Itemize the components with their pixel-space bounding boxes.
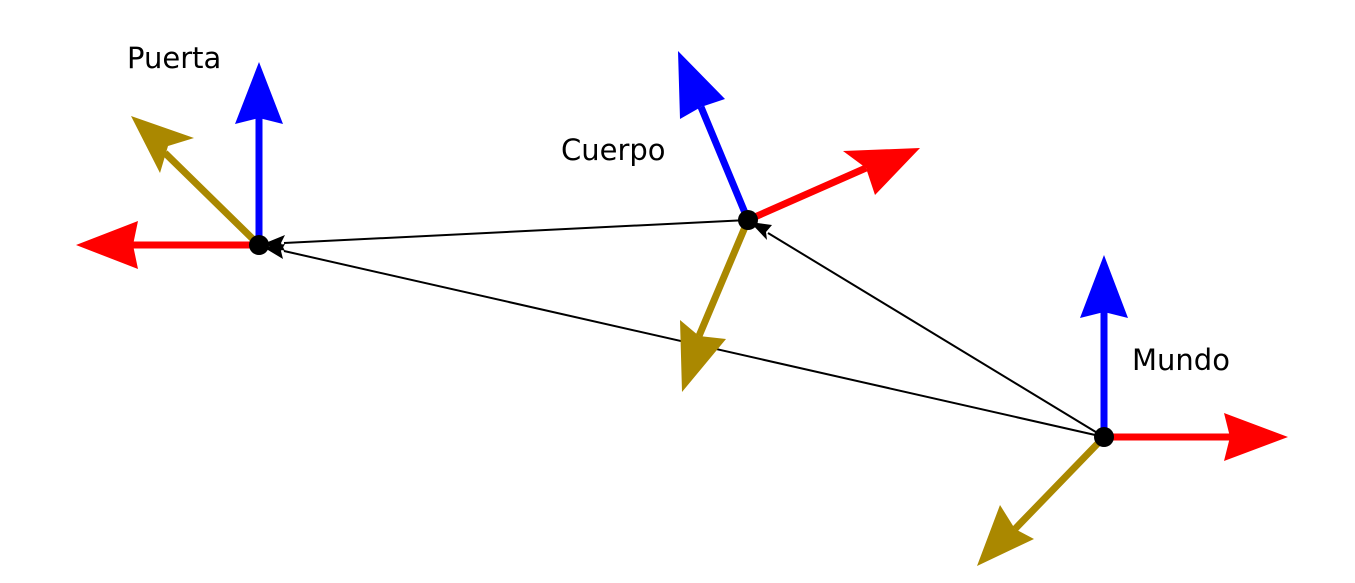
mundo-label: Mundo (1132, 343, 1230, 377)
relation-arrow-mundo-to-cuerpo (750, 222, 1105, 438)
cuerpo-origin-point (738, 210, 758, 230)
puerta-x-axis-arrow (76, 221, 259, 269)
puerta-origin-point (249, 235, 269, 255)
frame-mundo: Mundo (977, 255, 1288, 566)
mundo-z-axis-arrow (1080, 255, 1128, 437)
cuerpo-x-axis-arrow (746, 148, 920, 224)
relation-arrow-cuerpo-to-puerta (263, 219, 749, 251)
frame-cuerpo: Cuerpo (561, 51, 920, 392)
cuerpo-y-axis-arrow (680, 218, 752, 392)
frame-puerta: Puerta (76, 41, 283, 269)
puerta-y-axis-arrow (131, 116, 262, 248)
mundo-y-axis-arrow (977, 434, 1107, 566)
cuerpo-z-axis-arrow (678, 51, 752, 222)
mundo-x-axis-arrow (1104, 413, 1288, 461)
cuerpo-label: Cuerpo (561, 133, 666, 167)
puerta-label: Puerta (127, 41, 221, 75)
mundo-origin-point (1094, 427, 1114, 447)
puerta-z-axis-arrow (235, 62, 283, 245)
